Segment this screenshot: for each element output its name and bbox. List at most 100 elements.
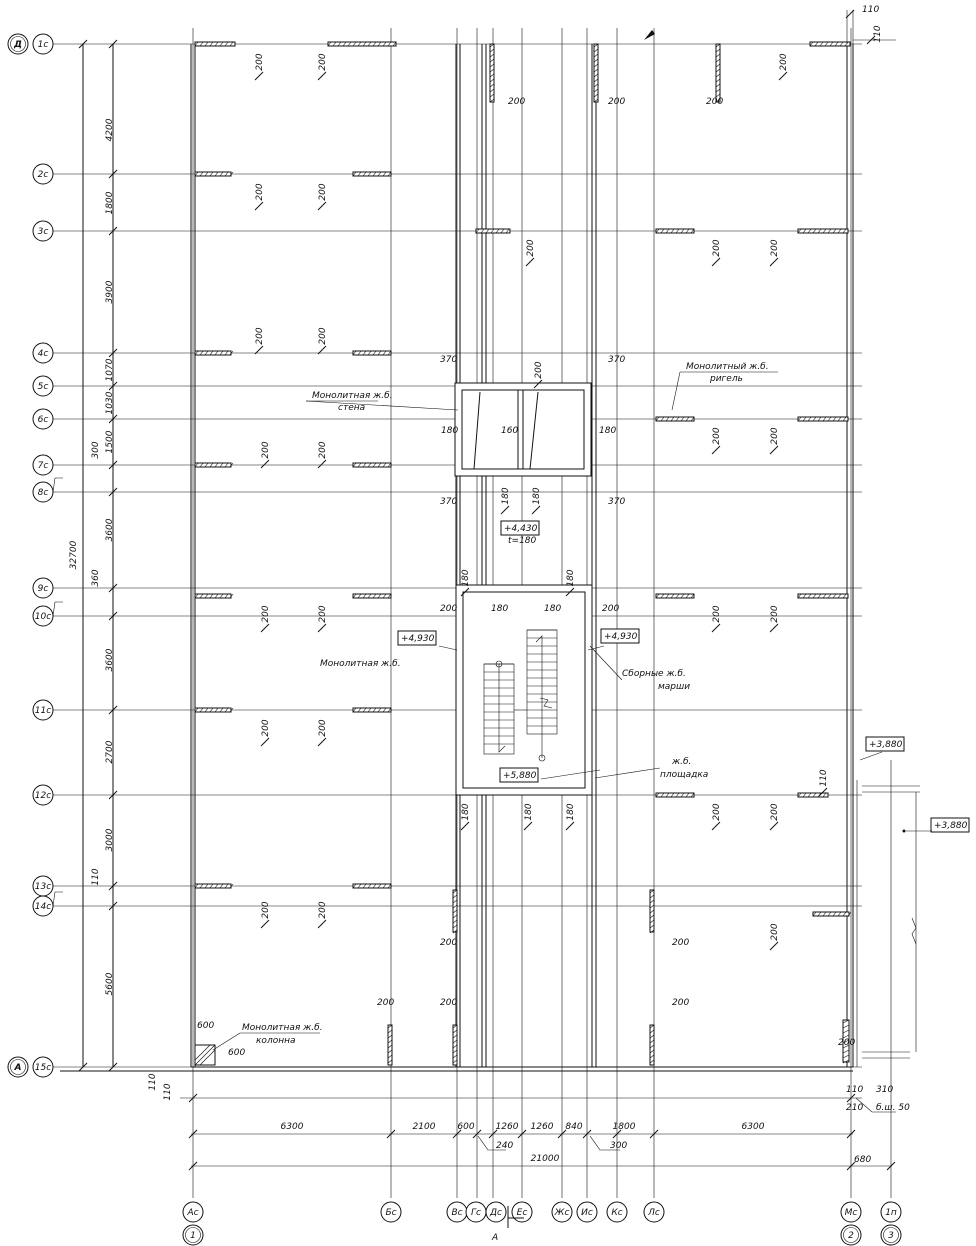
hatch-line [362,462,367,468]
hatch-line [452,894,458,899]
hatch-line [352,883,357,889]
hatch-line [834,41,839,47]
row-axis-label: 2c [38,170,49,180]
hatch-line [824,41,829,47]
column-axis-label: Жс [554,1208,570,1218]
wall-dimension-value: 200 [602,604,619,614]
hatch-line [387,350,392,356]
hatch-line [352,41,357,47]
hatch-line [452,909,458,914]
hatch-line [715,48,721,53]
dimension-tick [317,623,327,633]
row-axis-bubble [32,408,54,430]
section-mark-label: А [491,1233,498,1243]
left-dimension-value: 110 [91,868,101,885]
row-axis-bubble [32,784,54,806]
hatch-line [362,883,367,889]
wall-dimension-value: 200 [255,53,265,70]
dimension-tick [565,587,575,597]
hatch-line [194,1044,211,1061]
wall-dimension-value: 200 [440,998,457,1008]
hatch-line [229,41,234,47]
column-axis-label: Ес [517,1208,528,1218]
bottom-dimension-value: 1260 [531,1122,554,1132]
hatch-line [367,462,372,468]
hatch-line [367,883,372,889]
dimension-tick [188,1161,198,1171]
hatch-line [827,416,832,422]
north-arrow [644,30,655,40]
hatch-line [357,883,362,889]
hatch-line [685,792,690,798]
dimension-tick [254,345,264,355]
hatch-line [665,593,670,599]
hatch-line [199,593,204,599]
column-axis-Гс: Гс [465,1201,487,1223]
wall-segment [352,883,392,889]
dimension-tick [108,487,118,497]
hatch-line [452,929,458,934]
level-dot [902,829,906,833]
hatch-line [822,416,827,422]
left-dimension-value: 3900 [105,280,115,303]
hatch-line [194,593,199,599]
hatch-line [367,41,372,47]
dimension-tick [108,460,118,470]
wall-segment [452,1024,458,1066]
row-axis-label: 9c [38,584,49,594]
hatch-line [352,593,357,599]
dimension-tick [260,459,270,469]
hatch-line [842,228,847,234]
hatch-line [362,350,367,356]
dimension-tick [108,611,118,621]
column-axis-Ис: Ис [576,1201,598,1223]
row-axis-bubble [32,163,54,185]
hatch-line [199,350,204,356]
level-value: +4,430 [504,524,538,534]
leader-line [305,400,459,411]
wall-segment [842,1019,850,1063]
hatch-line [489,93,495,98]
wall-dimension-value: 200 [377,998,394,1008]
hatch-line [715,98,721,103]
row-axis-label: 10c [35,612,51,622]
level-value: +3,880 [934,821,968,831]
dimension-tick [711,821,721,831]
level-mark: +3,880 [865,736,905,752]
wall-dimension-value: 370 [440,355,457,365]
hatch-line [219,593,224,599]
hatch-line [199,462,204,468]
hatch-line [452,1049,458,1054]
level-mark: +4,430 [500,520,540,536]
hatch-line [670,228,675,234]
hatch-line [337,41,342,47]
hatch-line [670,792,675,798]
hatch-line [452,1039,458,1044]
hatch-line [807,228,812,234]
hatch-line [377,707,382,713]
hatch-line [194,707,199,713]
column-axis-1п: 1п3 [880,1201,902,1246]
hatch-line [489,83,495,88]
hatch-line [660,593,665,599]
hatch-line [832,228,837,234]
hatch-line [367,593,372,599]
row-axis-label: 7c [38,461,49,471]
wall-dimension-value: 200 [712,605,722,622]
major-axis-bubble [7,1056,29,1078]
hatch-line [452,889,458,894]
hatch-line [229,171,234,177]
column-axis-bubble [840,1201,862,1223]
dimension-tick [108,226,118,236]
left-dimension-value: 1800 [105,191,115,214]
hatch-line [204,707,209,713]
bottom-dimension-value: 600 [457,1122,474,1132]
leader-line [540,769,601,780]
wall-dimension-value: 200 [770,427,780,444]
column-axis-bubble [606,1201,628,1223]
hatch-line [372,593,377,599]
small-dimension-value: 110 [846,1085,863,1095]
hatch-line [812,228,817,234]
hatch-line [387,593,392,599]
hatch-line [480,228,485,234]
